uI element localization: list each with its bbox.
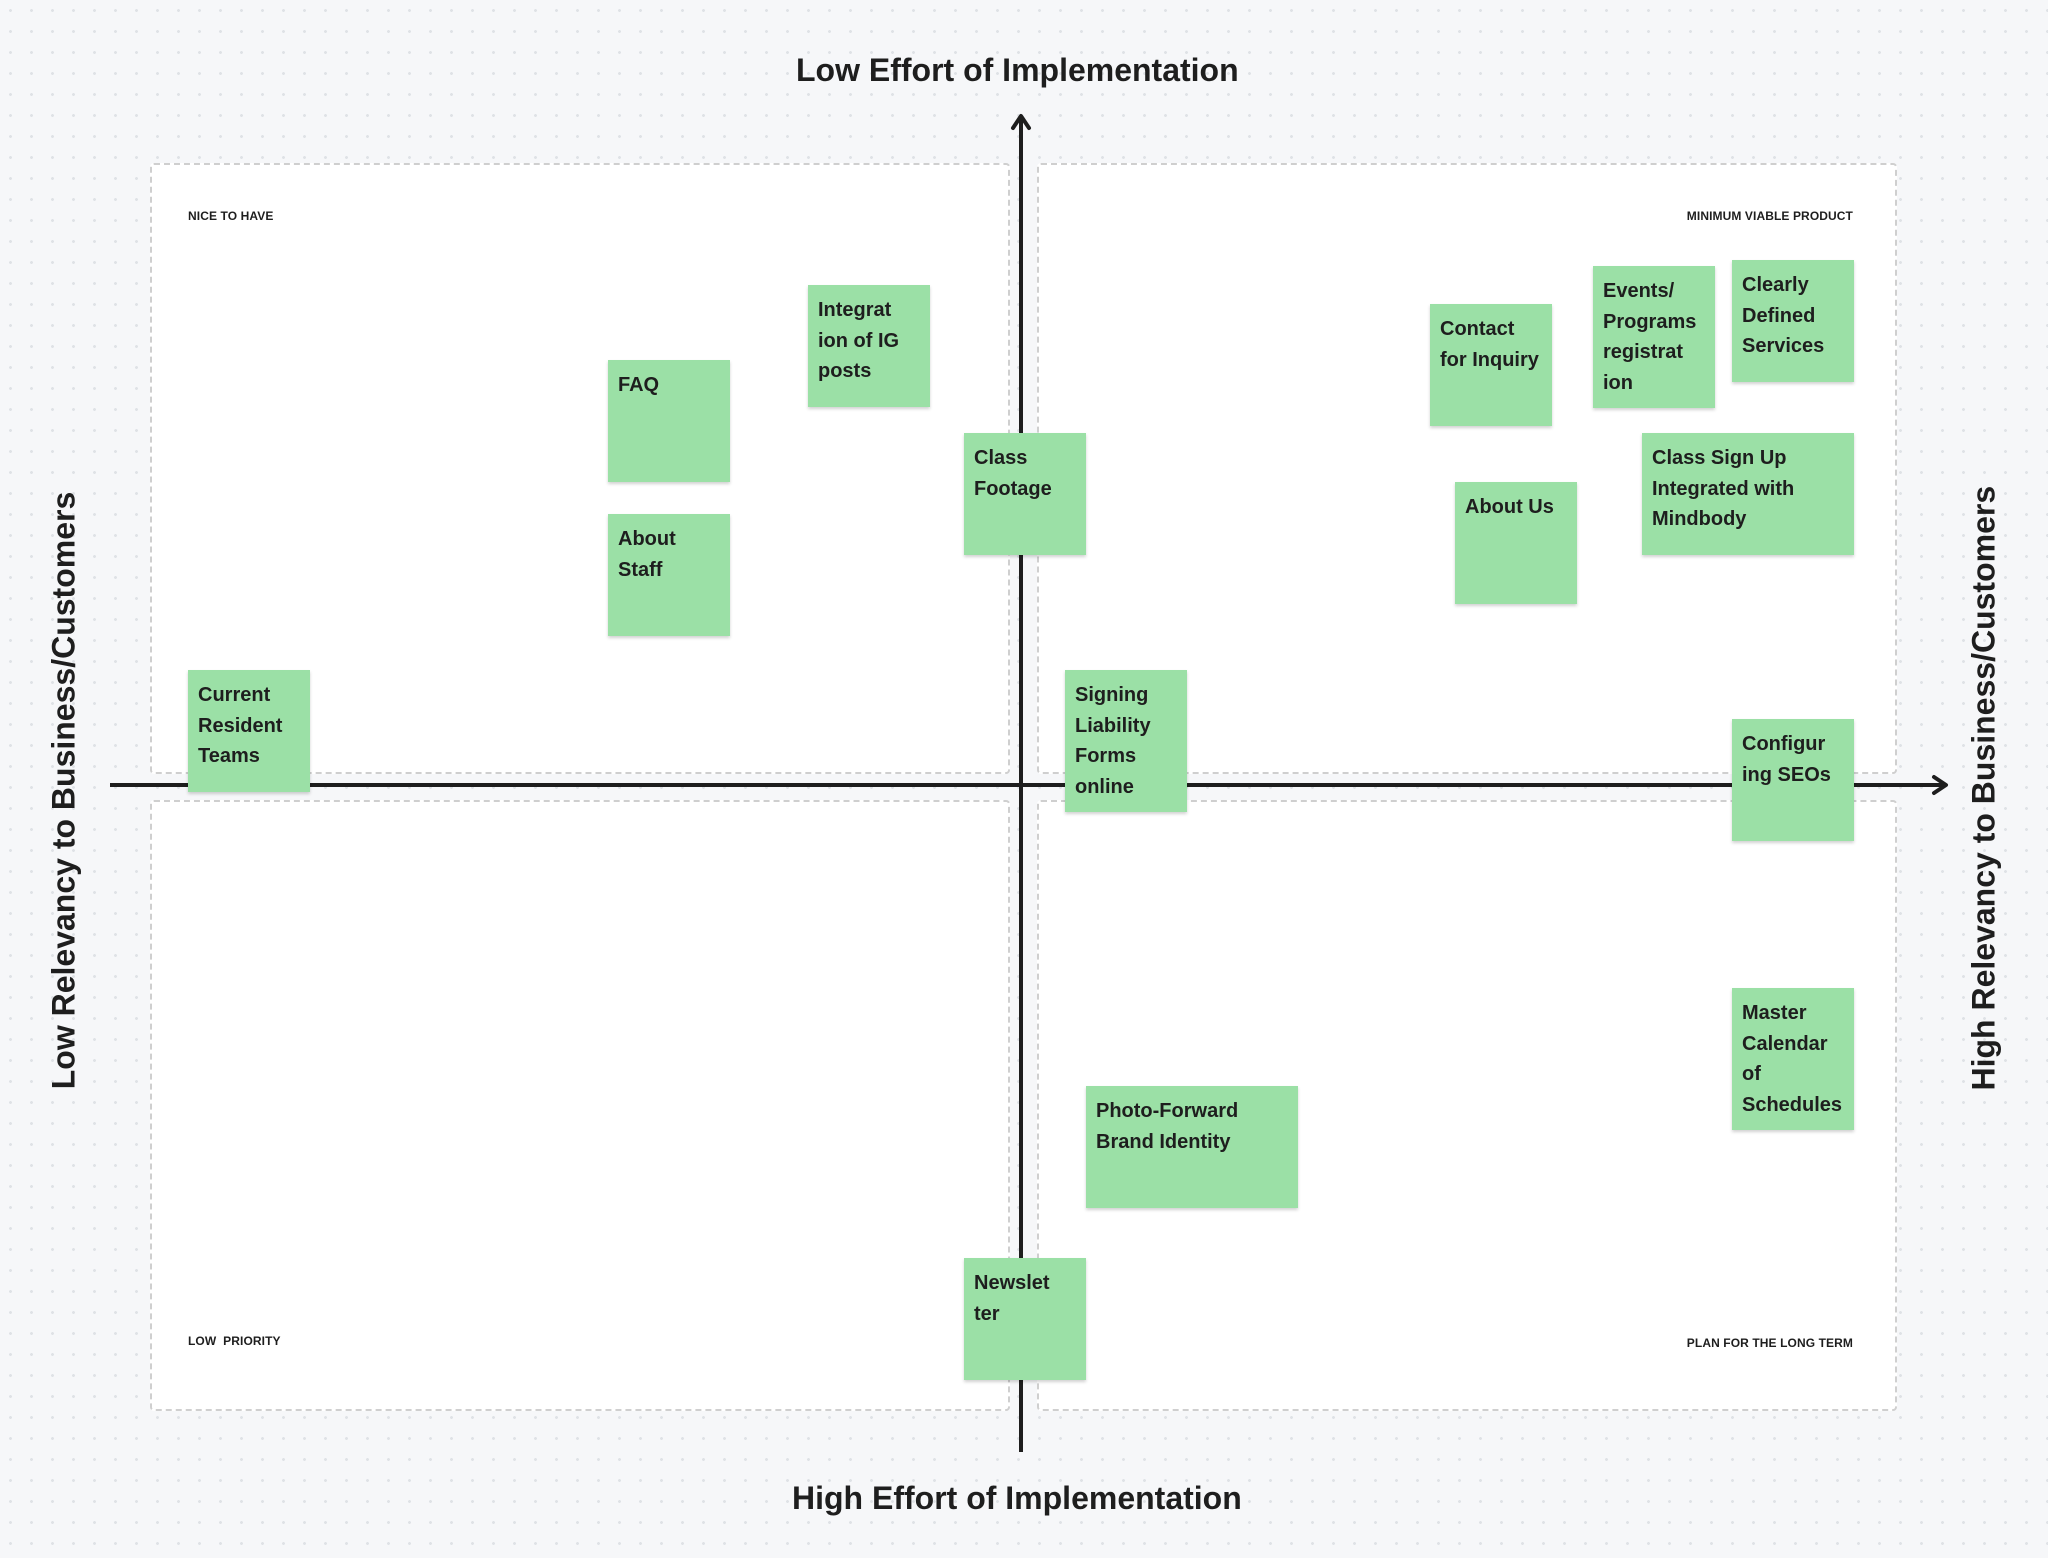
quadrant-label-plan-for-the-long-term: PLAN FOR THE LONG TERM [1686, 1336, 1853, 1350]
sticky-current-resident-teams[interactable]: Current Resident Teams [188, 670, 310, 792]
axis-title-left: Low Relevancy to Business/Customers [45, 491, 82, 1090]
axis-title-right: High Relevancy to Business/Customers [1965, 485, 2002, 1091]
quadrant-label-minimum-viable-product: MINIMUM VIABLE PRODUCT [1686, 209, 1853, 223]
sticky-photo-forward-brand-identity[interactable]: Photo-Forward Brand Identity [1086, 1086, 1298, 1208]
vertical-axis-arrowhead [1011, 114, 1031, 130]
sticky-configuring-seos[interactable]: Configur ing SEOs [1732, 719, 1854, 841]
horizontal-axis-arrowhead [1932, 775, 1948, 795]
axis-title-bottom: High Effort of Implementation [792, 1480, 1242, 1516]
sticky-master-calendar-of-schedules[interactable]: Master Calendar of Schedules [1732, 988, 1854, 1130]
sticky-events-programs-registration[interactable]: Events/ Programs registrat ion [1593, 266, 1715, 408]
quadrant-label-nice-to-have: NICE TO HAVE [188, 209, 274, 223]
axis-title-top: Low Effort of Implementation [796, 52, 1239, 88]
sticky-clearly-defined-services[interactable]: Clearly Defined Services [1732, 260, 1854, 382]
sticky-about-us[interactable]: About Us [1455, 482, 1577, 604]
quadrant-label-low-priority: LOW PRIORITY [188, 1334, 281, 1348]
sticky-about-staff[interactable]: About Staff [608, 514, 730, 636]
sticky-class-footage[interactable]: Class Footage [964, 433, 1086, 555]
sticky-contact-for-inquiry[interactable]: Contact for Inquiry [1430, 304, 1552, 426]
sticky-faq[interactable]: FAQ [608, 360, 730, 482]
sticky-newsletter[interactable]: Newslet ter [964, 1258, 1086, 1380]
quadrant-bottom-left[interactable]: LOW PRIORITY [150, 800, 1010, 1411]
sticky-class-sign-up-mindbody[interactable]: Class Sign Up Integrated with Mindbody [1642, 433, 1854, 555]
sticky-integration-of-ig-posts[interactable]: Integrat ion of IG posts [808, 285, 930, 407]
sticky-signing-liability-forms-online[interactable]: Signing Liability Forms online [1065, 670, 1187, 812]
